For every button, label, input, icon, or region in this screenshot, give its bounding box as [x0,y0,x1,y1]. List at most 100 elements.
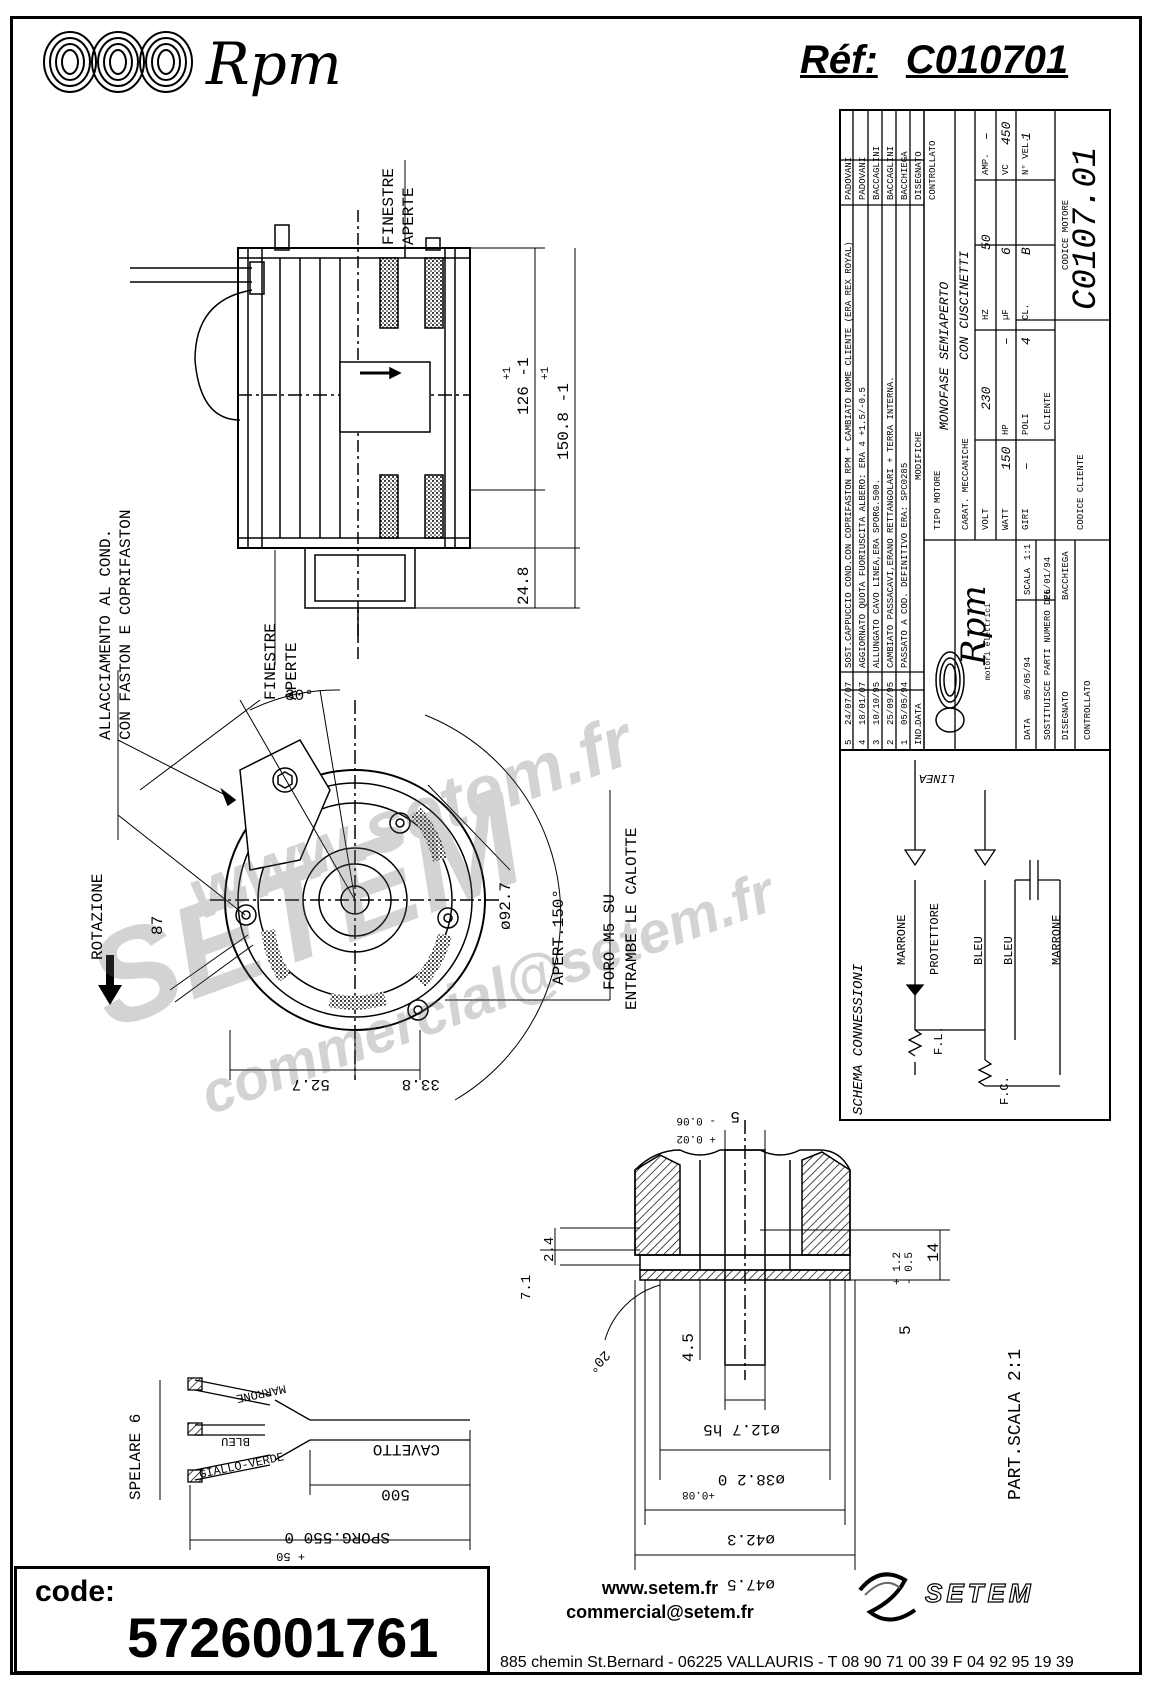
carat-value: CON CUSCINETTI [957,251,972,360]
rev-header-data: DATA [914,703,924,725]
spec-amp-k: AMP. [981,153,991,175]
cable-bleu: BLEU [221,1434,250,1448]
rev-1-by: BACCHIEGA [900,151,910,200]
dim-150-tol: +1 [540,366,552,380]
shaft-dim-5-top: 5 [730,1107,740,1125]
setem-logo-icon: SETEM [858,1572,1031,1622]
cable-sporg: SPORG.550 0 [284,1528,390,1546]
shaft-detail [540,1120,950,1570]
finestre-top-2: APERTE [400,187,418,245]
shaft-d38: ø38.2 0 [718,1470,785,1488]
dim-24: 24.8 [515,567,533,605]
linea-label: LINEA [919,771,955,785]
code-value: 5726001761 [127,1606,439,1669]
schema-bleu-1: BLEU [972,936,986,965]
spec-poli-v: 4 [1019,337,1034,345]
cable-sporg-tol: + 50 [276,1549,305,1563]
data-value: 05/05/94 [1023,657,1033,700]
spec-hp-v: – [999,337,1014,345]
footer-email[interactable]: commercial@setem.fr [566,1602,754,1622]
shaft-tol-5b: + 0.02 [676,1132,716,1144]
apert-150: APERT.150° [550,889,568,985]
rev-1-text: PASSATO A COD. DEFINITIVO ERA: SPC0285 [900,463,910,668]
spec-watt-v: 150 [999,446,1014,470]
finestre-bottom-2: APERTE [283,642,301,700]
schema-connessioni-diagram [839,749,1111,1121]
title-block [839,109,1111,751]
foro-1: FORO M5 SU [601,894,619,990]
logo-sub: motori elettrici [984,603,993,680]
schema-fc: F.C. [998,1076,1012,1105]
carat-label: CARAT. MECCANICHE [961,438,971,530]
rev-4-ind: 4 [858,740,868,745]
shaft-tol-side-b: - 0.5 [904,1252,916,1285]
footer-website[interactable]: www.setem.fr [601,1578,719,1598]
dim-33: 33.8 [402,1075,440,1093]
rev-header-disegnato: DISEGNATO [914,151,924,200]
dim-52: 52.7 [292,1075,330,1093]
rev-5-text: SOST.CAPPUCCIO COND.CON COPRIFASTON RPM … [844,241,854,668]
rev-2-by: BACCAGLINI [886,146,896,200]
rev-2-text: CAMBIATO PASSACAVI,ERANO RETTANGOLARI + … [886,376,896,668]
reference: Réf:C010701 [800,38,1096,83]
schema-marrone-1: MARRONE [895,915,909,965]
title-block-brand: Rpm [954,585,994,666]
code-box: code: 5726001761 [14,1566,490,1674]
schema-title: SCHEMA CONNESSIONI [851,963,867,1115]
codice-motore-label: CODICE MOTORE [1061,200,1071,270]
cable-dim-500: 500 [381,1485,410,1503]
rev-4-by: PADOVANI [858,157,868,200]
spec-amp-v: – [979,132,994,140]
cable-marrone: MARRONE [235,1381,287,1405]
spec-watt-k: WATT [1001,508,1011,530]
disegnato-label: DISEGNATO [1061,691,1071,740]
spec-vc-v: 450 [999,121,1014,145]
shaft-dim-4-5: 4.5 [680,1333,698,1362]
schema-marrone-2: MARRONE [1050,915,1064,965]
shaft-tol-side-a: + 1.2 [892,1252,904,1285]
rpm-logo-icon [43,31,193,93]
dim-126: 126 -1 [515,357,533,415]
rev-5-by: PADOVANI [844,157,854,200]
rev-5-data: 24/07/07 [844,682,854,725]
rev-header-controllato: CONTROLLATO [928,141,938,200]
shaft-d12: ø12.7 h5 [703,1420,780,1438]
dim-150: 150.8 -1 [555,383,573,460]
shaft-dim-2-4: 2.4 [542,1237,558,1262]
scala-value: 1:1 [1023,544,1033,560]
ref-label: Réf: [800,38,878,82]
shaft-dim-20: 20° [584,1346,613,1375]
finestre-bottom-1: FINESTRE [262,623,280,700]
spec-uf-v: 6 [999,247,1014,255]
cable-giallo: GIALLO-VERDE [198,1450,285,1482]
dim-87: 87 [149,916,167,935]
shaft-d38-tol: +0.08 [682,1488,715,1500]
rev-2-ind: 2 [886,740,896,745]
rev-3-text: ALLUNGATO CAVO LINEA,ERA SPORG.500. [872,479,882,668]
front-view [98,670,611,1101]
side-view [130,160,580,665]
rev-4-text: AGGIORNATO QUOTA FUORIUSCITA ALBERO: ERA… [858,387,868,668]
tipo-motore-value: MONOFASE SEMIAPERTO [937,282,952,430]
part-scala: PART.SCALA 2:1 [1006,1349,1026,1500]
dim-30: 30° [285,687,314,705]
spec-vel-k: N° VEL. [1021,137,1031,175]
rev-header-modifiche: MODIFICHE [914,431,924,480]
rotazione-label: ROTAZIONE [89,874,107,960]
spec-hp-k: HP [1001,424,1011,435]
spec-giri-v: – [1019,462,1034,470]
spec-poli-k: POLI [1021,413,1031,435]
cable-drawing [159,1377,471,1550]
footer-address: 885 chemin St.Bernard - 06225 VALLAURIS … [500,1654,1074,1671]
spec-giri-k: GIRI [1021,508,1031,530]
rev-3-by: BACCAGLINI [872,146,882,200]
rev-1-data: 05/05/94 [900,682,910,725]
spec-volt-k: VOLT [981,508,991,530]
spec-cl-v: B [1019,247,1034,255]
brand-name: Rpm [206,30,342,98]
rev-5-ind: 5 [844,740,854,745]
rev-3-data: 10/10/95 [872,682,882,725]
shaft-dim-5-side: 5 [897,1325,915,1335]
shaft-tol-5a: - 0.06 [676,1114,716,1126]
